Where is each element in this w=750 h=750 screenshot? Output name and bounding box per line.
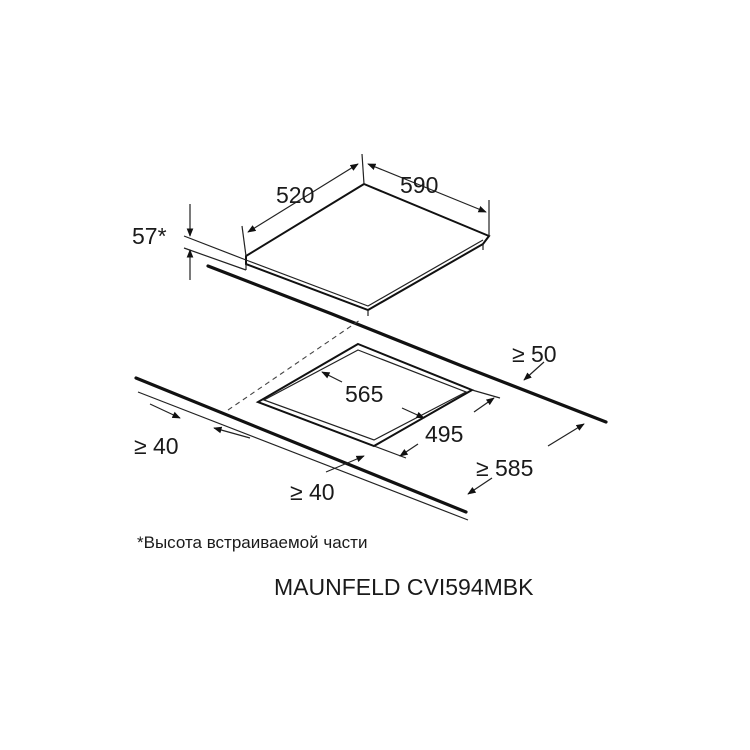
label-front-clearance: ≥ 40 xyxy=(290,479,335,505)
label-worktop-depth: ≥ 585 xyxy=(476,455,533,481)
hob-width-dimension xyxy=(367,163,490,236)
label-hob-width: 590 xyxy=(400,172,438,198)
label-hob-height: 57* xyxy=(132,223,167,249)
cutout-depth-dimension xyxy=(373,389,501,459)
side-clearance-dimension xyxy=(149,403,251,439)
model-name: MAUNFELD CVI594MBK xyxy=(274,574,534,600)
label-hob-depth: 520 xyxy=(276,182,314,208)
label-rear-clearance: ≥ 50 xyxy=(512,341,557,367)
label-side-clearance: ≥ 40 xyxy=(134,433,179,459)
rear-clearance-dimension xyxy=(523,361,545,381)
cutout-width-dimension xyxy=(321,371,425,419)
label-cutout-width: 565 xyxy=(345,381,383,407)
worktop-outline xyxy=(134,264,608,521)
worktop-depth-dimension xyxy=(467,423,585,495)
hob-height-dimension xyxy=(183,204,247,280)
front-clearance-dimension xyxy=(325,455,365,473)
footnote: *Высота встраиваемой части xyxy=(137,533,368,552)
hob-depth-dimension xyxy=(241,153,365,257)
label-cutout-depth: 495 xyxy=(425,421,463,447)
